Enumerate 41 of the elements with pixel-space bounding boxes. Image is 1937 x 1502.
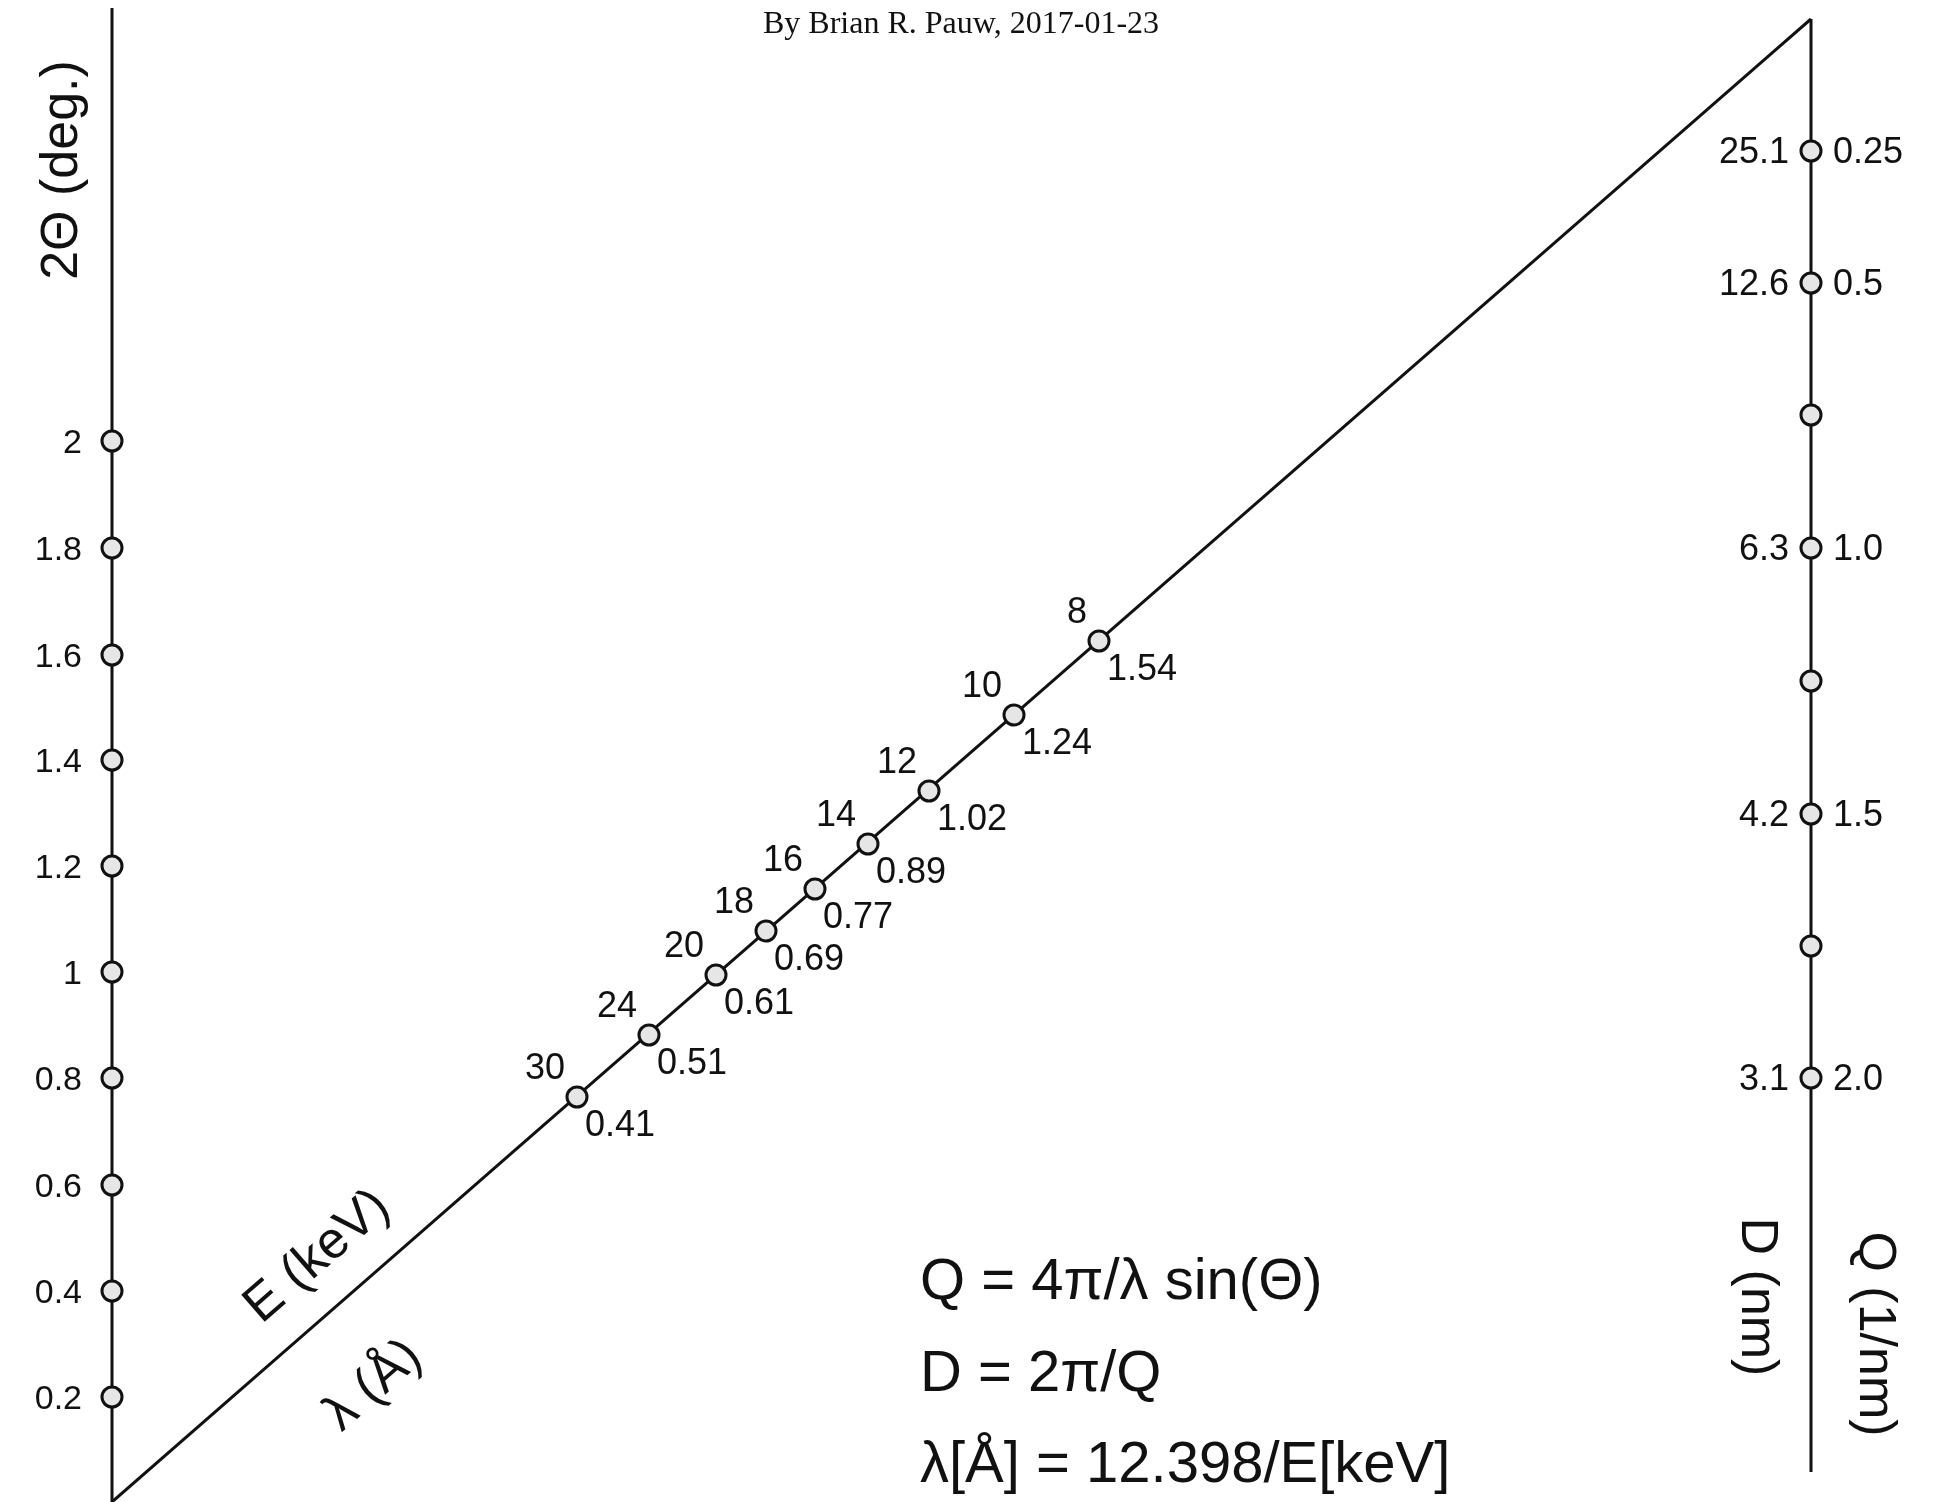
tick-label: 10 bbox=[961, 667, 1002, 703]
tick-label: 24 bbox=[596, 987, 637, 1023]
tick-label: 18 bbox=[713, 883, 754, 919]
tick-label: 6.3 bbox=[1738, 530, 1789, 566]
tick-label: 1.24 bbox=[1022, 724, 1093, 760]
tick-label: 0.8 bbox=[34, 1061, 82, 1095]
tick-label: 1 bbox=[63, 955, 82, 989]
tick-label: 12 bbox=[876, 743, 917, 779]
tick-label: 0.51 bbox=[657, 1044, 728, 1080]
tick-label: 0.89 bbox=[876, 853, 947, 889]
tick-label: 0.77 bbox=[823, 898, 894, 934]
formula-text: D = 2π/Q bbox=[920, 1342, 1162, 1400]
tick-label: 1.0 bbox=[1833, 530, 1884, 566]
tick-label: 0.25 bbox=[1833, 133, 1904, 169]
tick-label: 25.1 bbox=[1718, 133, 1789, 169]
axis-title: λ (Å) bbox=[312, 1327, 430, 1439]
tick-label: 0.6 bbox=[34, 1168, 82, 1202]
tick-label: 14 bbox=[815, 796, 856, 832]
tick-label: 4.2 bbox=[1738, 796, 1789, 832]
tick-label: 3.1 bbox=[1738, 1060, 1789, 1096]
tick-label: 2.0 bbox=[1833, 1060, 1884, 1096]
tick-label: 1.54 bbox=[1107, 650, 1178, 686]
tick-label: 1.8 bbox=[34, 531, 82, 565]
tick-label: 30 bbox=[524, 1049, 565, 1085]
tick-label: 1.5 bbox=[1833, 796, 1884, 832]
tick-label: 0.69 bbox=[774, 940, 845, 976]
tick-label: 0.41 bbox=[585, 1106, 656, 1142]
tick-label: 12.6 bbox=[1718, 265, 1789, 301]
tick-label: 0.5 bbox=[1833, 265, 1884, 301]
tick-label: 8 bbox=[1066, 593, 1087, 629]
tick-label: 1.02 bbox=[937, 800, 1008, 836]
tick-label: 16 bbox=[762, 841, 803, 877]
tick-label: 0.2 bbox=[34, 1380, 82, 1414]
tick-label: 2 bbox=[63, 424, 82, 458]
tick-label: 1.6 bbox=[34, 638, 82, 672]
tick-label: 0.4 bbox=[34, 1274, 82, 1308]
tick-label: 0.61 bbox=[724, 984, 795, 1020]
tick-label: 1.4 bbox=[34, 743, 82, 777]
tick-label: 1.2 bbox=[34, 849, 82, 883]
credit-text: By Brian R. Pauw, 2017-01-23 bbox=[762, 6, 1160, 38]
tick-label: 20 bbox=[663, 927, 704, 963]
